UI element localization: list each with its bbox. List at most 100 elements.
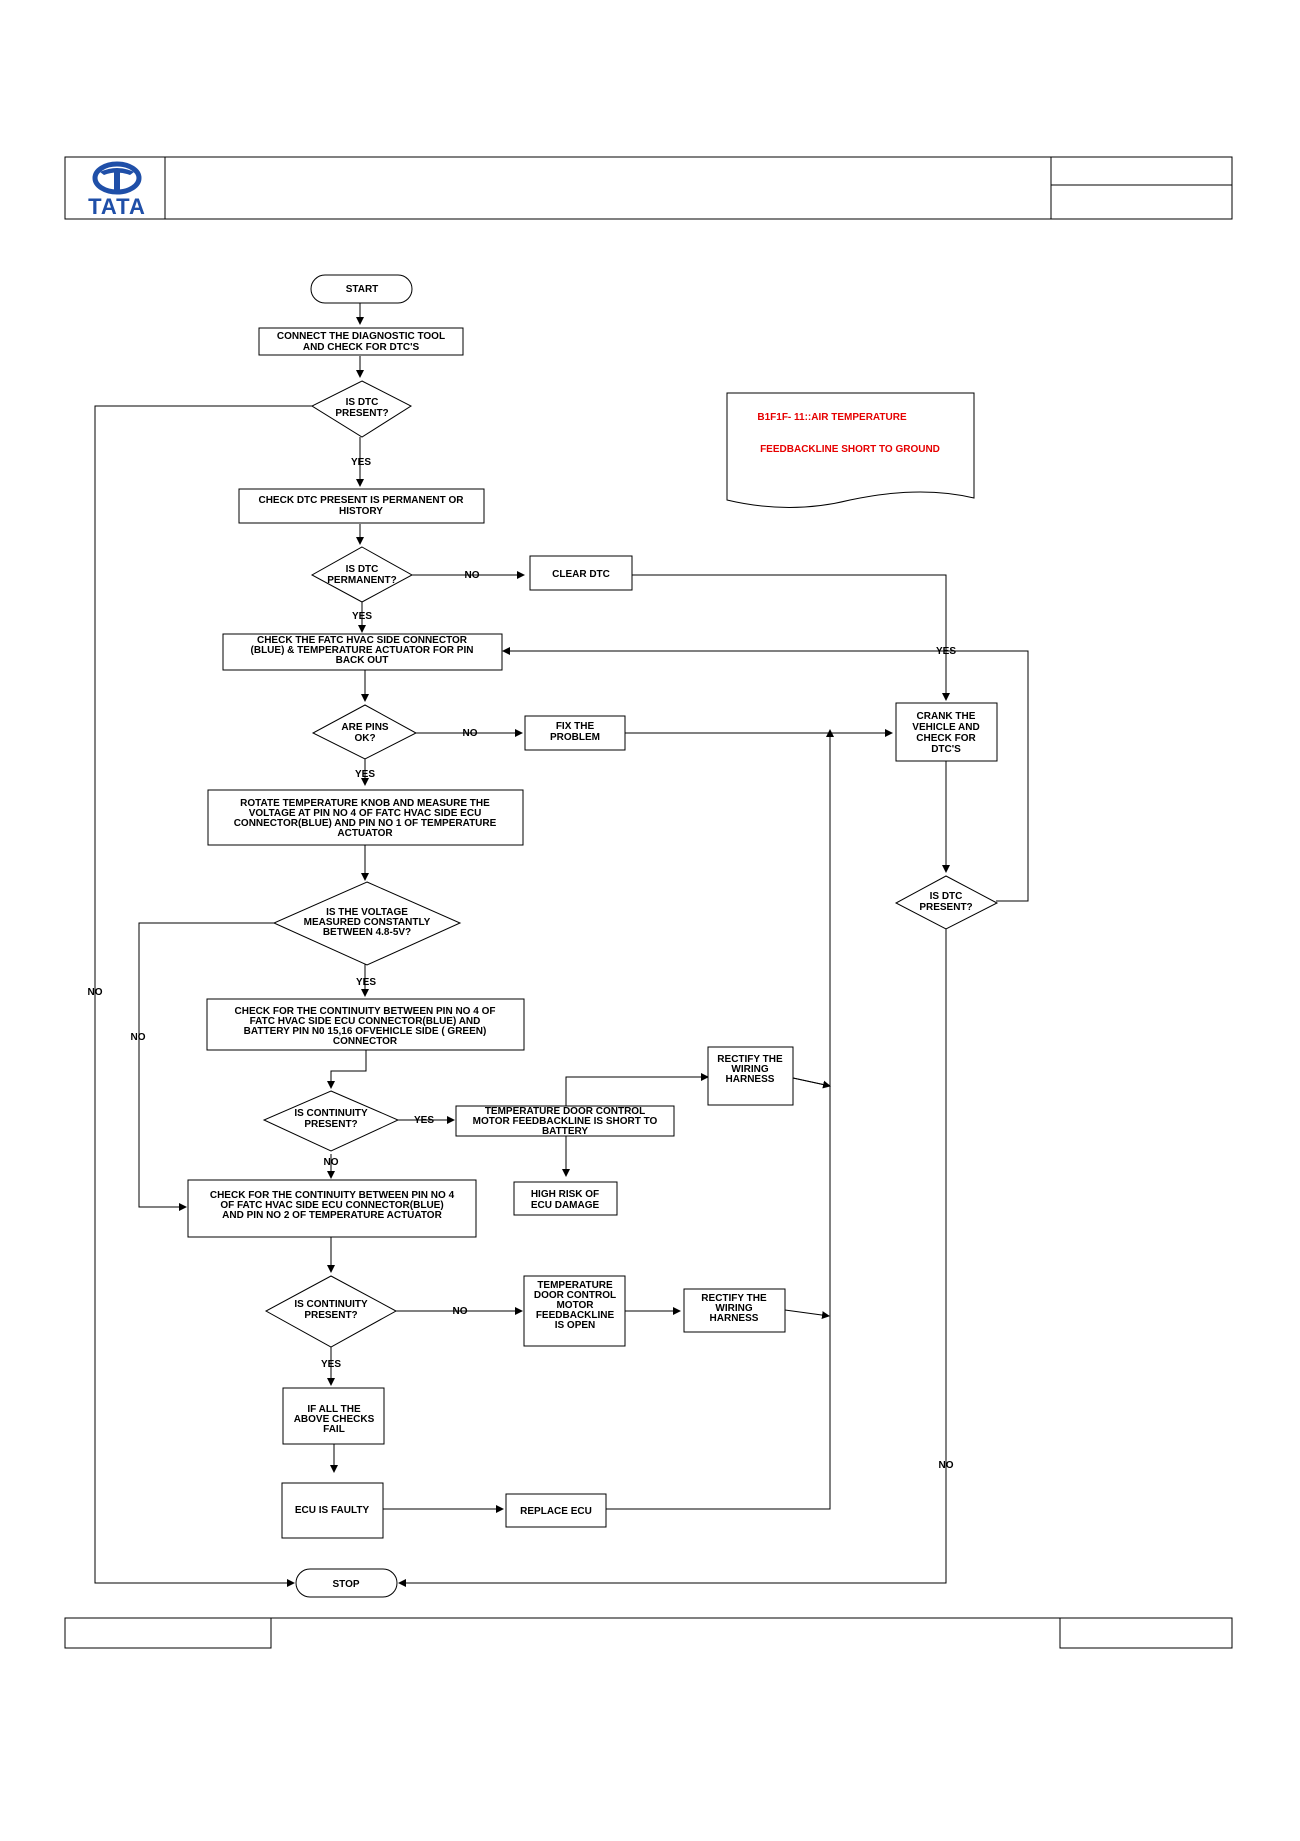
svg-text:AND PIN NO 2 OF TEMPERATURE AC: AND PIN NO 2 OF TEMPERATURE ACTUATOR bbox=[222, 1210, 442, 1221]
decision-voltage: IS THE VOLTAGE MEASURED CONSTANTLY BETWE… bbox=[272, 881, 462, 966]
svg-text:HARNESS: HARNESS bbox=[710, 1313, 759, 1324]
svg-text:BATTERY PIN N0 15,16 OFVEHICLE: BATTERY PIN N0 15,16 OFVEHICLE SIDE ( GR… bbox=[244, 1026, 487, 1037]
svg-text:DTC'S: DTC'S bbox=[931, 744, 961, 755]
decision-dtc-permanent: IS DTC PERMANENT? bbox=[310, 546, 414, 603]
label-yes-1: YES bbox=[351, 457, 371, 468]
svg-text:ECU IS FAULTY: ECU IS FAULTY bbox=[295, 1505, 370, 1516]
page-footer bbox=[64, 1617, 1233, 1649]
svg-text:IS OPEN: IS OPEN bbox=[555, 1320, 596, 1331]
svg-text:WIRING: WIRING bbox=[731, 1064, 768, 1075]
terminal-stop: STOP bbox=[295, 1568, 398, 1598]
svg-text:FAIL: FAIL bbox=[323, 1424, 345, 1435]
label-no-final: NO bbox=[939, 1460, 954, 1471]
decision-continuity-2: IS CONTINUITY PRESENT? bbox=[264, 1275, 398, 1348]
label-yes-cont-2: YES bbox=[321, 1359, 341, 1370]
label-no-pins: NO bbox=[463, 728, 478, 739]
dtc-note-line2: FEEDBACKLINE SHORT TO GROUND bbox=[760, 444, 940, 455]
svg-text:PRESENT?: PRESENT? bbox=[304, 1310, 357, 1321]
svg-text:PRESENT?: PRESENT? bbox=[335, 408, 388, 419]
svg-text:DOOR CONTROL: DOOR CONTROL bbox=[534, 1290, 616, 1301]
svg-text:ECU DAMAGE: ECU DAMAGE bbox=[531, 1200, 600, 1211]
terminal-start: START bbox=[310, 274, 413, 304]
logo-text: TATA bbox=[88, 194, 146, 219]
svg-text:START: START bbox=[346, 284, 379, 295]
svg-text:CRANK THE: CRANK THE bbox=[917, 711, 976, 722]
connect-line2: AND CHECK FOR DTC'S bbox=[303, 342, 420, 353]
svg-text:CHECK FOR: CHECK FOR bbox=[916, 733, 976, 744]
process-check-permanent: CHECK DTC PRESENT IS PERMANENT OR HISTOR… bbox=[238, 488, 485, 524]
label-no-cont-2: NO bbox=[453, 1306, 468, 1317]
process-ecu-faulty: ECU IS FAULTY bbox=[281, 1482, 384, 1539]
label-no-dtc-present: NO bbox=[88, 987, 103, 998]
svg-text:FIX THE: FIX THE bbox=[556, 721, 595, 732]
label-yes-voltage: YES bbox=[356, 977, 376, 988]
label-no-permanent: NO bbox=[465, 570, 480, 581]
process-rotate-measure: ROTATE TEMPERATURE KNOB AND MEASURE THE … bbox=[207, 789, 524, 846]
svg-text:IS DTC: IS DTC bbox=[930, 891, 963, 902]
process-rectify-harness-2: RECTIFY THE WIRING HARNESS bbox=[683, 1288, 786, 1333]
label-no-cont-1: NO bbox=[324, 1157, 339, 1168]
svg-text:IF ALL THE: IF ALL THE bbox=[307, 1404, 361, 1415]
connectors bbox=[94, 303, 1029, 1587]
process-connect-tool: CONNECT THE DIAGNOSTIC TOOL AND CHECK FO… bbox=[258, 327, 464, 356]
svg-text:HISTORY: HISTORY bbox=[339, 506, 383, 517]
page-header bbox=[64, 156, 1233, 220]
label-yes-redo: YES bbox=[936, 646, 956, 657]
process-clear-dtc: CLEAR DTC bbox=[529, 555, 633, 591]
svg-text:ARE PINS: ARE PINS bbox=[341, 722, 389, 733]
process-check-pin-backout: CHECK THE FATC HVAC SIDE CONNECTOR (BLUE… bbox=[222, 633, 503, 671]
label-yes-permanent: YES bbox=[352, 611, 372, 622]
svg-text:REPLACE ECU: REPLACE ECU bbox=[520, 1506, 592, 1517]
svg-text:BATTERY: BATTERY bbox=[542, 1126, 588, 1137]
svg-text:ACTUATOR: ACTUATOR bbox=[337, 828, 393, 839]
connect-line1: CONNECT THE DIAGNOSTIC TOOL bbox=[277, 331, 445, 342]
svg-text:PRESENT?: PRESENT? bbox=[304, 1119, 357, 1130]
process-rectify-harness-1: RECTIFY THE WIRING HARNESS bbox=[707, 1046, 794, 1106]
svg-text:STOP: STOP bbox=[332, 1579, 359, 1590]
svg-text:ABOVE CHECKS: ABOVE CHECKS bbox=[294, 1414, 375, 1425]
svg-text:CHECK THE FATC HVAC SIDE CONNE: CHECK THE FATC HVAC SIDE CONNECTOR bbox=[257, 635, 468, 646]
decision-pins-ok: ARE PINS OK? bbox=[311, 704, 418, 760]
process-crank-vehicle: CRANK THE VEHICLE AND CHECK FOR DTC'S bbox=[895, 702, 998, 762]
dtc-note: B1F1F- 11::AIR TEMPERATURE FEEDBACKLINE … bbox=[726, 392, 975, 508]
svg-text:CHECK FOR THE CONTINUITY BETWE: CHECK FOR THE CONTINUITY BETWEEN PIN NO … bbox=[210, 1190, 455, 1201]
svg-text:PERMANENT?: PERMANENT? bbox=[327, 575, 396, 586]
svg-text:IS CONTINUITY: IS CONTINUITY bbox=[294, 1108, 368, 1119]
svg-text:CONNECTOR: CONNECTOR bbox=[333, 1036, 398, 1047]
decision-dtc-present-2: IS DTC PRESENT? bbox=[894, 875, 999, 930]
svg-text:RECTIFY THE: RECTIFY THE bbox=[717, 1054, 783, 1065]
tata-logo: TATA bbox=[88, 161, 146, 219]
svg-text:TEMPERATURE: TEMPERATURE bbox=[537, 1280, 613, 1291]
svg-text:IS THE VOLTAGE: IS THE VOLTAGE bbox=[326, 907, 408, 918]
svg-text:MOTOR: MOTOR bbox=[556, 1300, 594, 1311]
svg-text:OK?: OK? bbox=[354, 733, 375, 744]
svg-text:HIGH RISK OF: HIGH RISK OF bbox=[531, 1189, 599, 1200]
svg-text:CHECK FOR THE CONTINUITY BETWE: CHECK FOR THE CONTINUITY BETWEEN PIN NO … bbox=[235, 1006, 496, 1017]
svg-text:BACK OUT: BACK OUT bbox=[336, 655, 389, 666]
process-if-all-fail: IF ALL THE ABOVE CHECKS FAIL bbox=[282, 1387, 385, 1445]
svg-text:TEMPERATURE DOOR CONTROL: TEMPERATURE DOOR CONTROL bbox=[485, 1106, 645, 1117]
svg-text:IS CONTINUITY: IS CONTINUITY bbox=[294, 1299, 368, 1310]
svg-text:WIRING: WIRING bbox=[715, 1303, 752, 1314]
label-yes-pins: YES bbox=[355, 769, 375, 780]
svg-text:CLEAR DTC: CLEAR DTC bbox=[552, 569, 610, 580]
svg-text:PROBLEM: PROBLEM bbox=[550, 732, 600, 743]
label-yes-cont-1: YES bbox=[414, 1115, 434, 1126]
svg-text:VEHICLE AND: VEHICLE AND bbox=[912, 722, 979, 733]
process-high-risk: HIGH RISK OF ECU DAMAGE bbox=[513, 1181, 618, 1216]
decision-dtc-present: IS DTC PRESENT? bbox=[310, 380, 413, 438]
process-fix-problem: FIX THE PROBLEM bbox=[524, 715, 626, 751]
svg-text:OF FATC HVAC SIDE ECU CONNECT: OF FATC HVAC SIDE ECU CONNECTOR(BLUE) bbox=[220, 1200, 443, 1211]
dtc-note-line1: B1F1F- 11::AIR TEMPERATURE bbox=[757, 412, 907, 423]
decision-continuity-1: IS CONTINUITY PRESENT? bbox=[262, 1090, 400, 1152]
label-no-voltage: NO bbox=[131, 1032, 146, 1043]
process-short-to-battery: TEMPERATURE DOOR CONTROL MOTOR FEEDBACKL… bbox=[455, 1105, 675, 1137]
process-replace-ecu: REPLACE ECU bbox=[505, 1493, 607, 1528]
svg-text:BETWEEN 4.8-5V?: BETWEEN 4.8-5V? bbox=[323, 927, 411, 938]
svg-text:IS DTC: IS DTC bbox=[346, 564, 379, 575]
svg-text:PRESENT?: PRESENT? bbox=[919, 902, 972, 913]
process-open-line: TEMPERATURE DOOR CONTROL MOTOR FEEDBACKL… bbox=[523, 1275, 626, 1347]
svg-text:FATC HVAC SIDE ECU CONNECTOR(B: FATC HVAC SIDE ECU CONNECTOR(BLUE) AND bbox=[250, 1016, 481, 1027]
process-continuity-battery: CHECK FOR THE CONTINUITY BETWEEN PIN NO … bbox=[206, 998, 525, 1051]
svg-text:ROTATE TEMPERATURE KNOB AND ME: ROTATE TEMPERATURE KNOB AND MEASURE THE bbox=[240, 798, 490, 809]
